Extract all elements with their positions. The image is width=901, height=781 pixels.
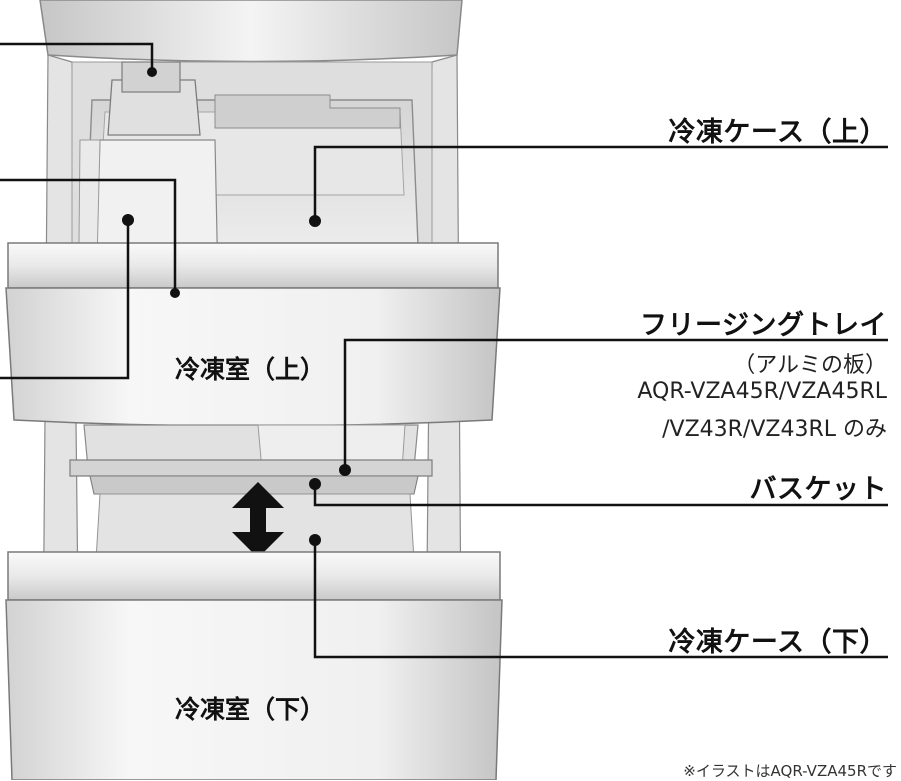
label-freezer-case-lower: 冷凍ケース（下）: [668, 627, 887, 658]
upper-drawer-front: [5, 242, 501, 427]
leader-lines: [0, 42, 888, 659]
illustration-note: ※イラストはAQR-VZA45Rです: [683, 762, 897, 780]
double-arrow-icon: [232, 482, 284, 558]
freezing-tray: [69, 424, 433, 495]
label-freezer-compartment-lower: 冷凍室（下）: [175, 695, 326, 724]
leader-dots: [122, 67, 351, 546]
lower-drawer-front: [5, 551, 503, 780]
label-freezer-case-upper: 冷凍ケース（上）: [668, 117, 887, 148]
refrigerator-door-top: [39, 0, 463, 63]
label-freezing-tray-note-3: /VZ43R/VZ43RL のみ: [662, 417, 887, 442]
label-freezing-tray-note-1: （アルミの板）: [733, 353, 887, 378]
label-basket: バスケット: [749, 474, 887, 505]
label-freezing-tray: フリージングトレイ: [640, 310, 887, 341]
label-freezing-tray-note-2: AQR-VZA45R/VZA45RL: [637, 379, 887, 404]
label-freezer-compartment-upper: 冷凍室（上）: [175, 355, 326, 384]
